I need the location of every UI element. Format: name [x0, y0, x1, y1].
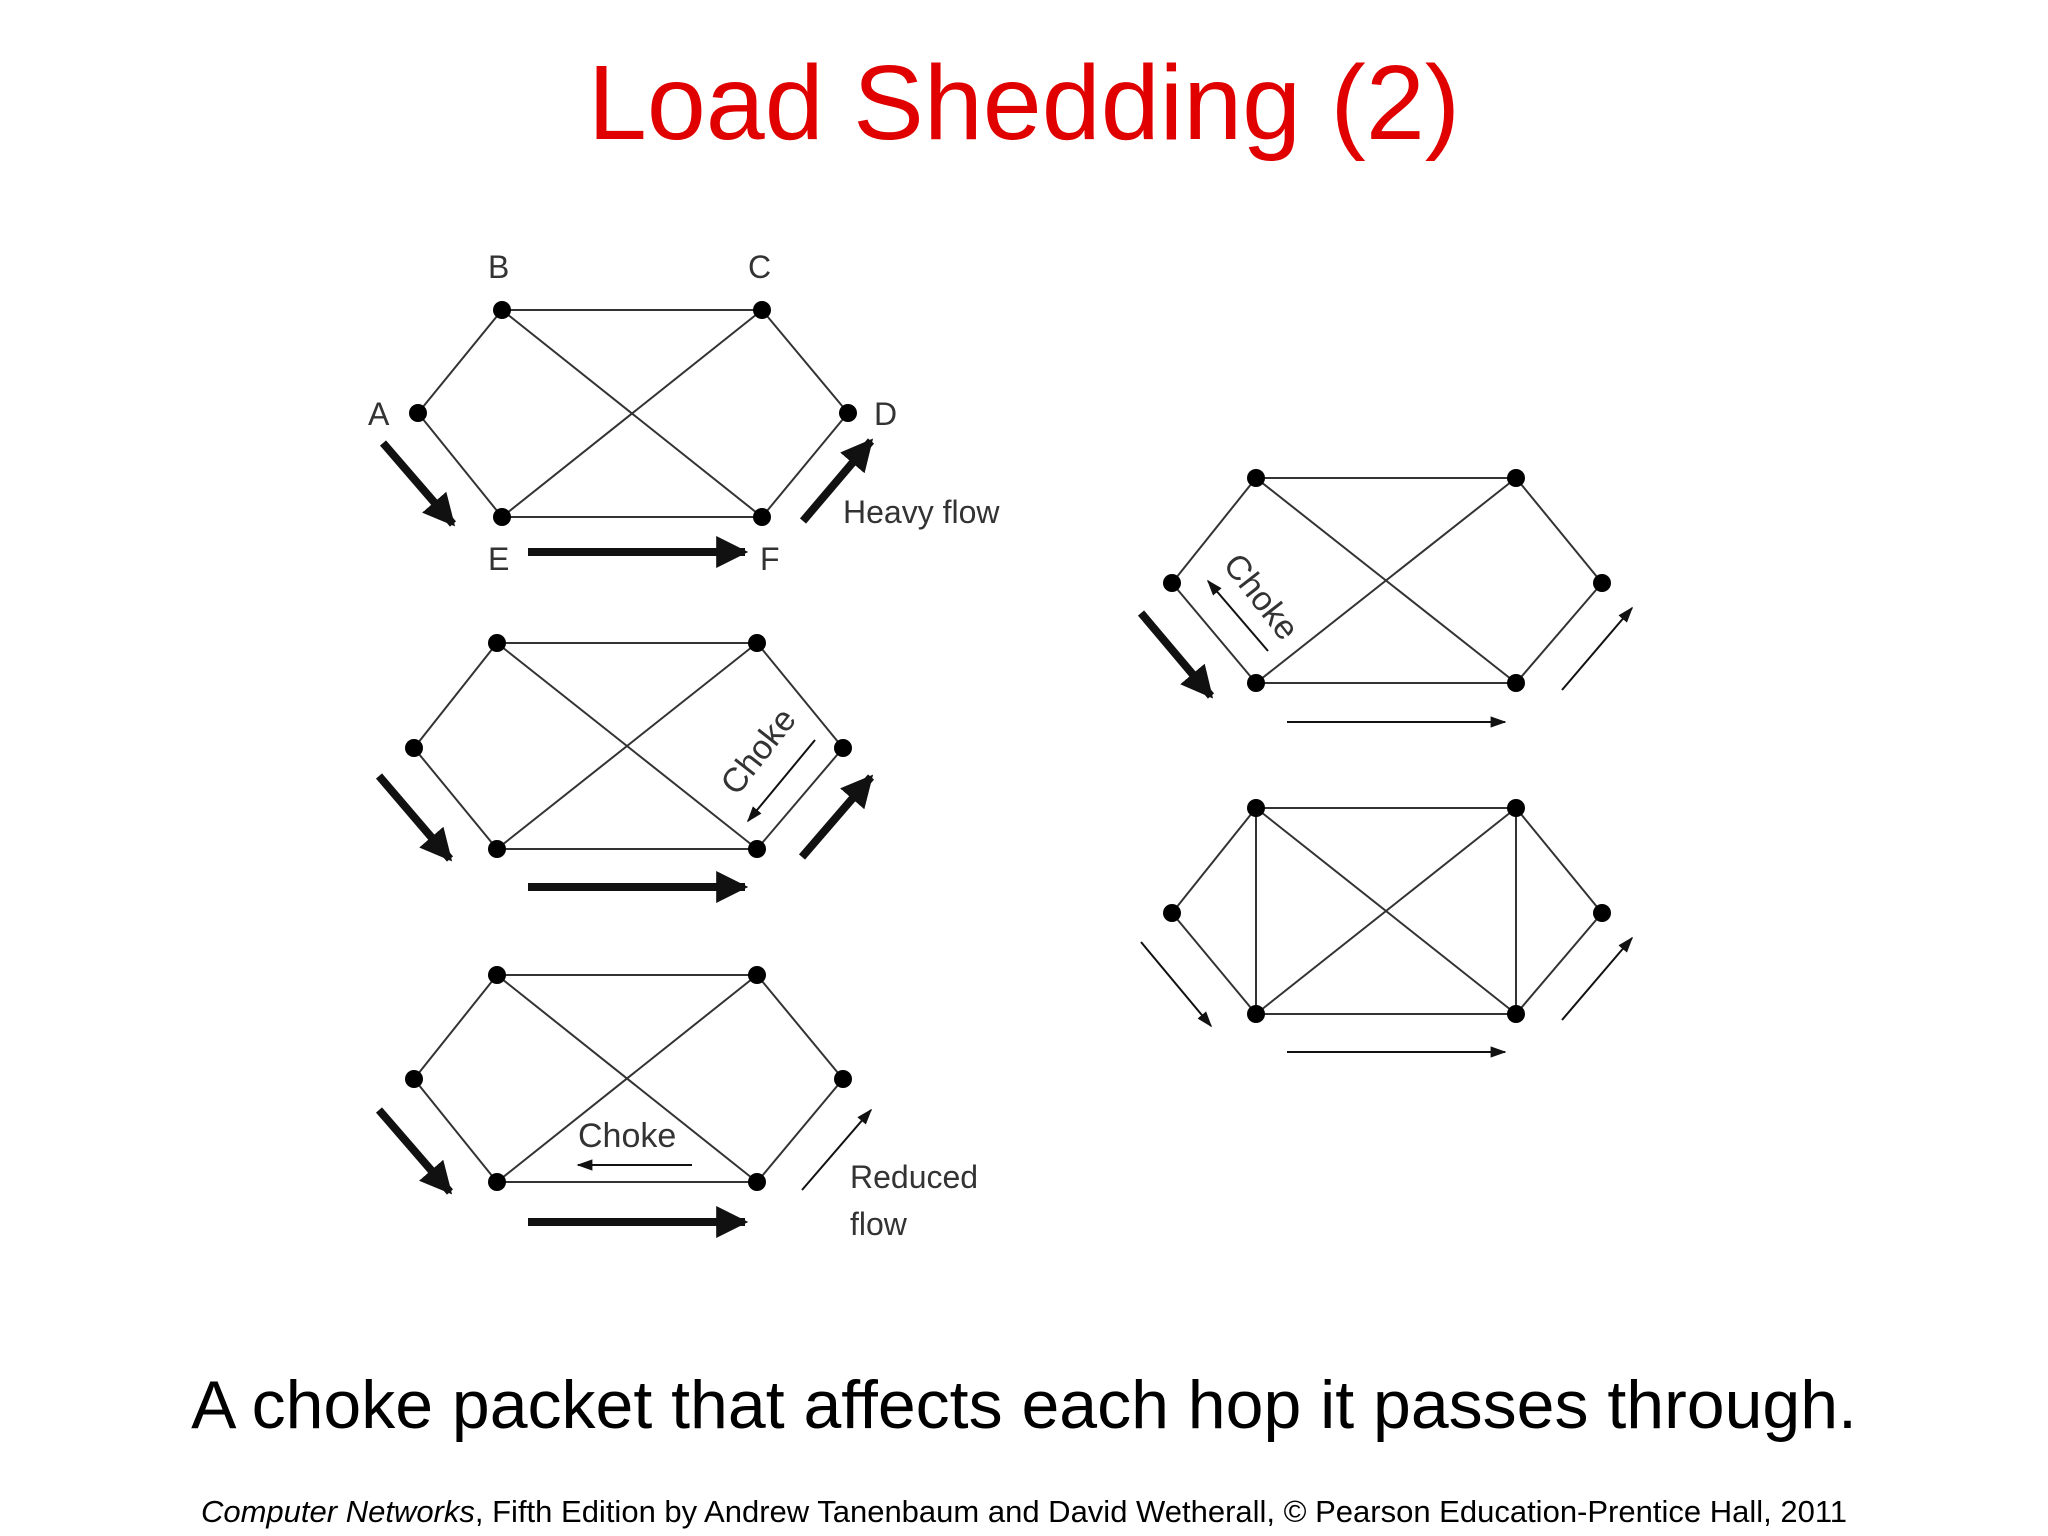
node — [1507, 799, 1525, 817]
node — [1247, 799, 1265, 817]
node — [405, 1070, 423, 1088]
panel-1-links — [417, 309, 849, 518]
node — [1247, 674, 1265, 692]
node — [1507, 469, 1525, 487]
node-b — [493, 301, 511, 319]
reduced-flow-label-line2: flow — [850, 1206, 908, 1242]
node — [834, 739, 852, 757]
panel-2: Choke — [375, 634, 875, 903]
node — [488, 634, 506, 652]
node — [748, 966, 766, 984]
node — [1507, 674, 1525, 692]
panel-1: A B C D E F Heavy flow — [368, 249, 1000, 577]
node-a — [409, 404, 427, 422]
footer-credits: , Fifth Edition by Andrew Tanenbaum and … — [474, 1494, 1848, 1529]
panel-4-links — [1171, 477, 1603, 684]
slide-caption: A choke packet that affects each hop it … — [191, 1367, 1857, 1443]
panel-2-links — [413, 642, 844, 850]
panel-3-links — [413, 974, 844, 1183]
node — [1163, 904, 1181, 922]
flow-arrow-f-d — [1561, 606, 1634, 691]
node-c — [753, 301, 771, 319]
node — [748, 840, 766, 858]
heavy-flow-arrow-a-e — [375, 773, 454, 862]
node — [488, 840, 506, 858]
choke-label: Choke — [578, 1117, 676, 1155]
node — [1593, 904, 1611, 922]
heavy-flow-label: Heavy flow — [843, 494, 1000, 530]
node-f — [753, 508, 771, 526]
choke-arrow-d-f — [746, 739, 816, 823]
panel-2-nodes — [405, 634, 852, 858]
node — [1507, 1005, 1525, 1023]
heavy-flow-arrow-f-d — [798, 774, 875, 860]
node-label-e: E — [488, 541, 509, 577]
panel-3-nodes — [405, 966, 852, 1191]
heavy-flow-arrow-a-e — [1137, 610, 1215, 699]
panel-4: Choke — [1137, 469, 1634, 728]
node — [748, 1173, 766, 1191]
slide-footer: Computer Networks, Fifth Edition by Andr… — [0, 1494, 2048, 1530]
node — [1247, 469, 1265, 487]
panel-1-nodes — [409, 301, 857, 526]
node-d — [839, 404, 857, 422]
node — [1593, 574, 1611, 592]
flow-arrow-a-e — [1140, 941, 1213, 1028]
node-label-a: A — [368, 396, 390, 432]
node-label-f: F — [760, 541, 780, 577]
node-label-c: C — [748, 249, 771, 285]
node — [488, 1173, 506, 1191]
node — [1163, 574, 1181, 592]
reduced-flow-label-line1: Reduced — [850, 1159, 978, 1195]
heavy-flow-arrow-a-e — [375, 1107, 454, 1195]
node — [834, 1070, 852, 1088]
page-title: Load Shedding (2) — [587, 44, 1461, 162]
node-e — [493, 508, 511, 526]
footer-book-title: Computer Networks — [200, 1494, 475, 1529]
node-label-d: D — [874, 396, 897, 432]
heavy-flow-arrow-a-e — [379, 440, 457, 527]
reduced-flow-arrow-f-d — [801, 1108, 873, 1191]
node — [1247, 1005, 1265, 1023]
panel-4-nodes — [1163, 469, 1611, 692]
panel-3: Choke Reduced flow — [375, 966, 978, 1242]
panel-5-nodes — [1163, 799, 1611, 1023]
choke-arrow-e-a — [1206, 579, 1269, 652]
node — [405, 739, 423, 757]
heavy-flow-arrow-f-d — [799, 438, 875, 524]
panel-5-links — [1171, 807, 1603, 1015]
node — [488, 966, 506, 984]
flow-arrow-f-d — [1561, 936, 1634, 1021]
node-label-b: B — [488, 249, 509, 285]
choke-label: Choke — [713, 701, 803, 802]
panel-5 — [1140, 799, 1634, 1058]
choke-label: Choke — [1216, 547, 1306, 648]
node — [748, 634, 766, 652]
